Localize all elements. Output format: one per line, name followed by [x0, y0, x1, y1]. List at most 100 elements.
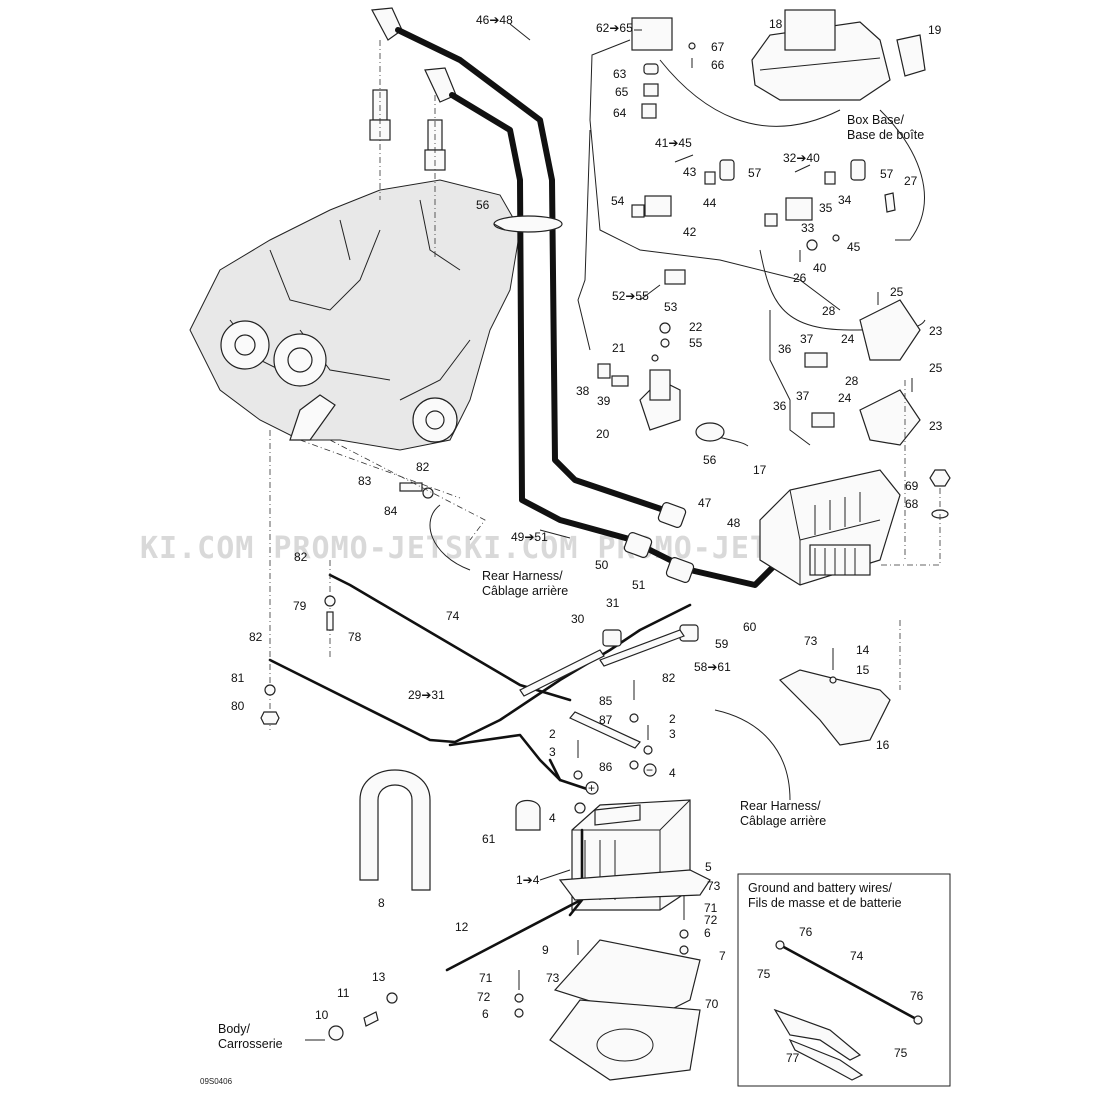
- callout: 36: [778, 342, 792, 356]
- negative-terminal: [643, 763, 657, 777]
- callout: 58➔61: [694, 660, 731, 674]
- fitting-11: [363, 1011, 379, 1027]
- callout: 65: [615, 85, 629, 99]
- ground-wire-74: [328, 573, 572, 702]
- spring-boot-29: [519, 649, 605, 697]
- callout: 1➔4: [516, 873, 540, 887]
- washer-3-left: [573, 770, 583, 780]
- callout: 2: [669, 712, 676, 726]
- connector-33: [764, 213, 778, 227]
- washer-67: [688, 42, 696, 50]
- callout: 76: [799, 925, 813, 939]
- callout: 72: [704, 913, 718, 927]
- note-body-2: Carrosserie: [218, 1037, 283, 1051]
- callout: 82: [249, 630, 263, 644]
- tie-strap-lead: [493, 223, 749, 447]
- battery-cable-29-31: [268, 603, 692, 744]
- nut-80: [260, 711, 280, 725]
- callout: 74: [446, 609, 460, 623]
- callout: 77: [786, 1051, 800, 1065]
- note-rear-harness-b1: Rear Harness/: [740, 799, 821, 813]
- connector-52-55: [664, 269, 686, 285]
- callout: 6: [704, 926, 711, 940]
- callout: 15: [856, 663, 870, 677]
- callout: 25: [890, 285, 904, 299]
- inset-title-1: Ground and battery wires/: [748, 881, 892, 895]
- cable-sleeve-47: [657, 502, 687, 528]
- callout: 56: [703, 453, 717, 467]
- callout: 61: [482, 832, 496, 846]
- callout: 60: [743, 620, 757, 634]
- washer-4-left: [574, 802, 586, 814]
- washer-81: [264, 684, 276, 696]
- callout: 8: [378, 896, 385, 910]
- note-box-base-2: Base de boîte: [847, 128, 924, 142]
- screw-83: [399, 482, 423, 492]
- callout: 29➔31: [408, 688, 445, 702]
- callout: 4: [549, 811, 556, 825]
- callout: 78: [348, 630, 362, 644]
- callout: 73: [804, 634, 818, 648]
- washer-84: [422, 487, 434, 499]
- callout: 56: [476, 198, 490, 212]
- clamp-13: [386, 992, 398, 1004]
- callout: 24: [841, 332, 855, 346]
- rear-harness-leader-b: [714, 709, 791, 801]
- callout: 5: [705, 860, 712, 874]
- callout: 76: [910, 989, 924, 1003]
- battery-cable-minus: [448, 733, 562, 782]
- callout: 55: [689, 336, 703, 350]
- callout: 21: [612, 341, 626, 355]
- callout: 36: [773, 399, 787, 413]
- callout: 72: [477, 990, 491, 1004]
- callout: 31: [606, 596, 620, 610]
- callout: 37: [796, 389, 810, 403]
- harness-to-27: [879, 109, 925, 241]
- callout: 23: [929, 419, 943, 433]
- callout: 82: [662, 671, 676, 685]
- connector-33-block: [785, 197, 813, 221]
- callout: 32➔40: [783, 151, 820, 165]
- callout: 71: [479, 971, 493, 985]
- callout: 26: [793, 271, 807, 285]
- callout: 79: [293, 599, 307, 613]
- spark-plug-right: [424, 95, 446, 260]
- leader-lines: [509, 23, 811, 881]
- note-body-1: Body/: [218, 1022, 250, 1036]
- nut-86: [629, 760, 639, 770]
- nut-22: [659, 322, 671, 334]
- strap-8: [359, 769, 431, 891]
- ignition-cable-49-51: [424, 67, 778, 588]
- washer-3-right: [643, 745, 653, 755]
- callout: 42: [683, 225, 697, 239]
- callout: 52➔55: [612, 289, 649, 303]
- fitting-10: [328, 1025, 344, 1041]
- connector-42: [644, 195, 672, 217]
- callout: 25: [929, 361, 943, 375]
- plate-70: [549, 999, 701, 1081]
- nut-69: [929, 469, 951, 487]
- callout: 54: [611, 194, 625, 208]
- callout: 68: [905, 497, 919, 511]
- callout: 82: [416, 460, 430, 474]
- callout: 49➔51: [511, 530, 548, 544]
- nut-45: [832, 234, 840, 242]
- callout: 12: [455, 920, 469, 934]
- callout: 75: [757, 967, 771, 981]
- bracket-16: [778, 669, 891, 746]
- callout: 59: [715, 637, 729, 651]
- watermark-text: KI.COM PROMO-JETSKI.COM PROMO-JETSKI.C: [140, 531, 864, 566]
- callout: 19: [928, 23, 942, 37]
- seal-57-left: [719, 159, 735, 181]
- callout: 10: [315, 1008, 329, 1022]
- callout: 45: [847, 240, 861, 254]
- callout: 73: [707, 879, 721, 893]
- connector-39: [611, 375, 629, 387]
- washer-72-left: [514, 993, 524, 1003]
- battery-tray-5: [558, 869, 711, 901]
- callout: 64: [613, 106, 627, 120]
- callout: 69: [905, 479, 919, 493]
- callout: 18: [769, 17, 783, 31]
- harness-lower-wires: [577, 129, 811, 446]
